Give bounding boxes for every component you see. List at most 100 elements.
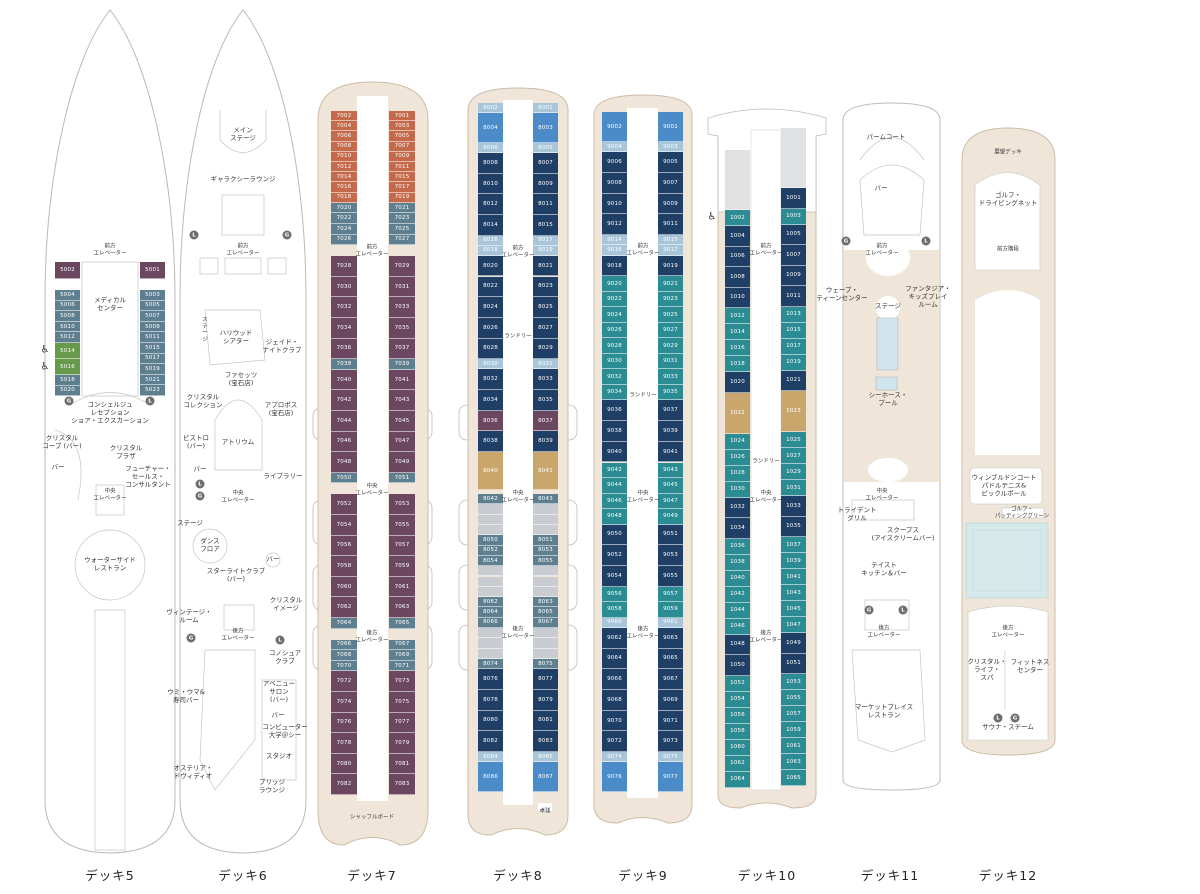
cabin-5017[interactable]: 5017 [140, 353, 165, 365]
cabin-unlabeled[interactable] [533, 638, 558, 649]
room-label-d5-cove[interactable]: クリスタル コーブ (バー) [42, 434, 82, 450]
cabin-8043[interactable]: 8043 [533, 494, 558, 505]
cabin-1007[interactable]: 1007 [781, 245, 806, 266]
cabin-9061[interactable]: 9061 [658, 617, 683, 628]
cabin-7012[interactable]: 7012 [331, 162, 357, 173]
cabin-9050[interactable]: 9050 [602, 524, 627, 546]
cabin-8016[interactable]: 8016 [478, 235, 503, 246]
cabin-9057[interactable]: 9057 [658, 586, 683, 603]
cabin-9001[interactable]: 9001 [658, 112, 683, 142]
cabin-9018[interactable]: 9018 [602, 255, 627, 277]
cabin-1038[interactable]: 1038 [725, 554, 750, 571]
cabin-9011[interactable]: 9011 [658, 214, 683, 236]
cabin-9026[interactable]: 9026 [602, 322, 627, 339]
cabin-1049[interactable]: 1049 [781, 633, 806, 654]
room-label-d12-wimbledon[interactable]: ウィンブルドンコート パドルテニス& ピックルボール [971, 473, 1037, 497]
room-label-d8-laundry[interactable]: ランドリー [504, 333, 532, 340]
cabin-7059[interactable]: 7059 [389, 556, 415, 577]
room-label-d6-connoisseur[interactable]: コノシュア クラブ [268, 649, 302, 665]
cabin-7065[interactable]: 7065 [389, 618, 415, 629]
room-label-d5-medical[interactable]: メディカル センター [93, 296, 127, 312]
cabin-1044[interactable]: 1044 [725, 602, 750, 619]
room-label-d11-fantasia[interactable]: ファンタジア・ キッズプレイ ルーム [905, 284, 951, 308]
cabin-1047[interactable]: 1047 [781, 617, 806, 633]
cabin-1033[interactable]: 1033 [781, 496, 806, 517]
cabin-9076[interactable]: 9076 [602, 762, 627, 793]
cabin-7026[interactable]: 7026 [331, 234, 357, 246]
room-label-d11-trident[interactable]: トライデント グリル [837, 506, 877, 522]
cabin-9063[interactable]: 9063 [658, 627, 683, 649]
cabin-9010[interactable]: 9010 [602, 193, 627, 215]
cabin-9047[interactable]: 9047 [658, 493, 683, 509]
cabin-9015[interactable]: 9015 [658, 235, 683, 246]
room-label-d12-elev-aft[interactable]: 後方 エレベーター [991, 625, 1025, 638]
cabin-8081[interactable]: 8081 [533, 710, 558, 732]
cabin-1028[interactable]: 1028 [725, 465, 750, 482]
cabin-7044[interactable]: 7044 [331, 411, 357, 432]
cabin-1011[interactable]: 1011 [781, 286, 806, 307]
cabin-7057[interactable]: 7057 [389, 535, 415, 557]
cabin-unlabeled[interactable] [478, 628, 503, 639]
cabin-5001[interactable]: 5001 [140, 262, 165, 279]
cabin-7063[interactable]: 7063 [389, 597, 415, 618]
cabin-5011[interactable]: 5011 [140, 332, 165, 343]
cabin-7080[interactable]: 7080 [331, 753, 357, 775]
room-label-d8-elev-aft[interactable]: 後方 エレベーター [501, 626, 535, 639]
cabin-unlabeled[interactable] [478, 638, 503, 649]
cabin-7074[interactable]: 7074 [331, 692, 357, 713]
cabin-8017[interactable]: 8017 [533, 235, 558, 246]
cabin-unlabeled[interactable] [725, 150, 750, 210]
cabin-8024[interactable]: 8024 [478, 297, 503, 318]
cabin-unlabeled[interactable] [478, 504, 503, 515]
cabin-8019[interactable]: 8019 [533, 245, 558, 256]
cabin-9035[interactable]: 9035 [658, 384, 683, 401]
cabin-1027[interactable]: 1027 [781, 448, 806, 464]
cabin-1051[interactable]: 1051 [781, 653, 806, 674]
cabin-1026[interactable]: 1026 [725, 449, 750, 466]
cabin-7019[interactable]: 7019 [389, 192, 415, 203]
room-label-d6-bridge[interactable]: ブリッジ ラウンジ [259, 778, 285, 794]
cabin-7064[interactable]: 7064 [331, 618, 357, 629]
cabin-8053[interactable]: 8053 [533, 545, 558, 556]
cabin-unlabeled[interactable] [533, 566, 558, 577]
room-label-d6-umi[interactable]: ウミ・ウマ& 寿司バー [167, 688, 205, 704]
cabin-9048[interactable]: 9048 [602, 509, 627, 525]
cabin-7047[interactable]: 7047 [389, 431, 415, 453]
cabin-9024[interactable]: 9024 [602, 307, 627, 323]
cabin-9060[interactable]: 9060 [602, 617, 627, 628]
deck-5-title[interactable]: デッキ5 [85, 868, 135, 883]
room-label-d7-elev-mid[interactable]: 中央 エレベーター [355, 483, 389, 496]
room-label-d9-elev-mid[interactable]: 中央 エレベーター [626, 490, 660, 503]
room-label-d8-elev-fwd[interactable]: 前方 エレベーター [501, 245, 535, 258]
cabin-9043[interactable]: 9043 [658, 462, 683, 478]
cabin-1035[interactable]: 1035 [781, 516, 806, 537]
cabin-8001[interactable]: 8001 [533, 103, 558, 113]
cabin-1064[interactable]: 1064 [725, 771, 750, 788]
cabin-unlabeled[interactable] [533, 628, 558, 639]
cabin-9054[interactable]: 9054 [602, 565, 627, 587]
cabin-8064[interactable]: 8064 [478, 607, 503, 618]
cabin-1045[interactable]: 1045 [781, 601, 806, 617]
cabin-1010[interactable]: 1010 [725, 287, 750, 308]
cabin-unlabeled[interactable] [533, 648, 558, 659]
room-label-d12-fitness[interactable]: フィットネス センター [1010, 658, 1050, 674]
cabin-9065[interactable]: 9065 [658, 648, 683, 670]
deck-10-title[interactable]: デッキ10 [737, 868, 797, 883]
cabin-8003[interactable]: 8003 [533, 113, 558, 143]
deck-6-title[interactable]: デッキ6 [218, 868, 268, 883]
cabin-7011[interactable]: 7011 [389, 162, 415, 173]
cabin-9041[interactable]: 9041 [658, 441, 683, 463]
cabin-8004[interactable]: 8004 [478, 113, 503, 143]
cabin-8076[interactable]: 8076 [478, 669, 503, 690]
deck-11-title[interactable]: デッキ11 [860, 868, 920, 883]
cabin-5008[interactable]: 5008 [55, 311, 80, 322]
cabin-9019[interactable]: 9019 [658, 255, 683, 277]
cabin-8012[interactable]: 8012 [478, 194, 503, 216]
room-label-d5-concierge[interactable]: コンシェルジュ レセプション ショア・エクスカーション [71, 400, 149, 424]
room-label-d11-palm[interactable]: パームコート [866, 133, 906, 142]
cabin-7049[interactable]: 7049 [389, 452, 415, 473]
cabin-9058[interactable]: 9058 [602, 602, 627, 618]
cabin-9075[interactable]: 9075 [658, 752, 683, 763]
cabin-8042[interactable]: 8042 [478, 494, 503, 505]
cabin-9032[interactable]: 9032 [602, 369, 627, 385]
